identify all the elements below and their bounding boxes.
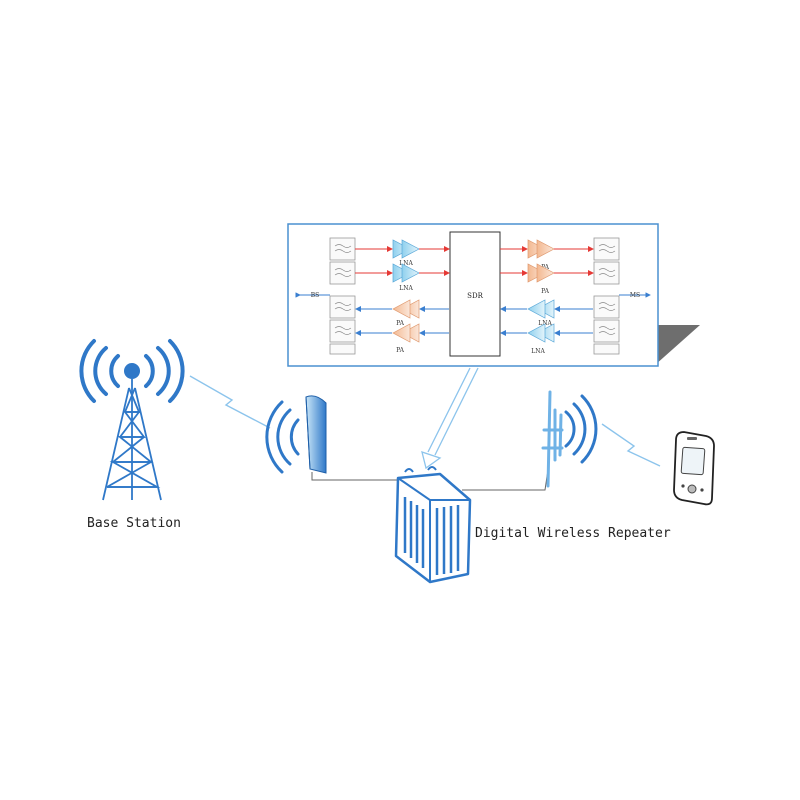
panel-antenna-icon (265, 395, 327, 474)
service-cable (462, 469, 549, 491)
lna-label: LNA (399, 260, 413, 267)
handset-icon (673, 431, 715, 506)
pa-label: PA (396, 320, 404, 327)
sdr-block (449, 231, 501, 357)
repeater-icon (394, 466, 472, 584)
zoom-pointer-arrow (421, 367, 479, 470)
pa-label: PA (396, 347, 404, 354)
lna-amplifier (392, 263, 420, 283)
pa-amplifier (527, 239, 555, 259)
wireless-link-icon (601, 423, 661, 467)
base-station-label: Base Station (87, 516, 181, 531)
block-diagram-panel: SDR BS MS LNA PA LNA (287, 223, 700, 367)
lna-label: LNA (531, 348, 545, 355)
lna-label: LNA (399, 285, 413, 292)
bs-label: BS (311, 292, 320, 299)
sdr-label: SDR (467, 292, 483, 300)
repeater-label: Digital Wireless Repeater (475, 526, 671, 541)
ms-label: MS (630, 292, 640, 299)
pa-label: PA (541, 264, 549, 271)
lna-amplifier (527, 323, 555, 343)
pa-amplifier (392, 299, 420, 319)
donor-cable (311, 472, 402, 481)
filter-bank-right (593, 237, 620, 355)
tower-icon (79, 339, 185, 501)
wireless-link-icon (189, 375, 271, 429)
lna-amplifier (527, 299, 555, 319)
pa-amplifier (527, 263, 555, 283)
yagi-antenna-icon (541, 390, 598, 488)
pa-amplifier (392, 323, 420, 343)
panel-shadow (655, 325, 700, 365)
filter-symbols (334, 244, 616, 335)
filter-bank-left (329, 237, 356, 355)
lna-amplifier (392, 239, 420, 259)
pa-label: PA (541, 288, 549, 295)
